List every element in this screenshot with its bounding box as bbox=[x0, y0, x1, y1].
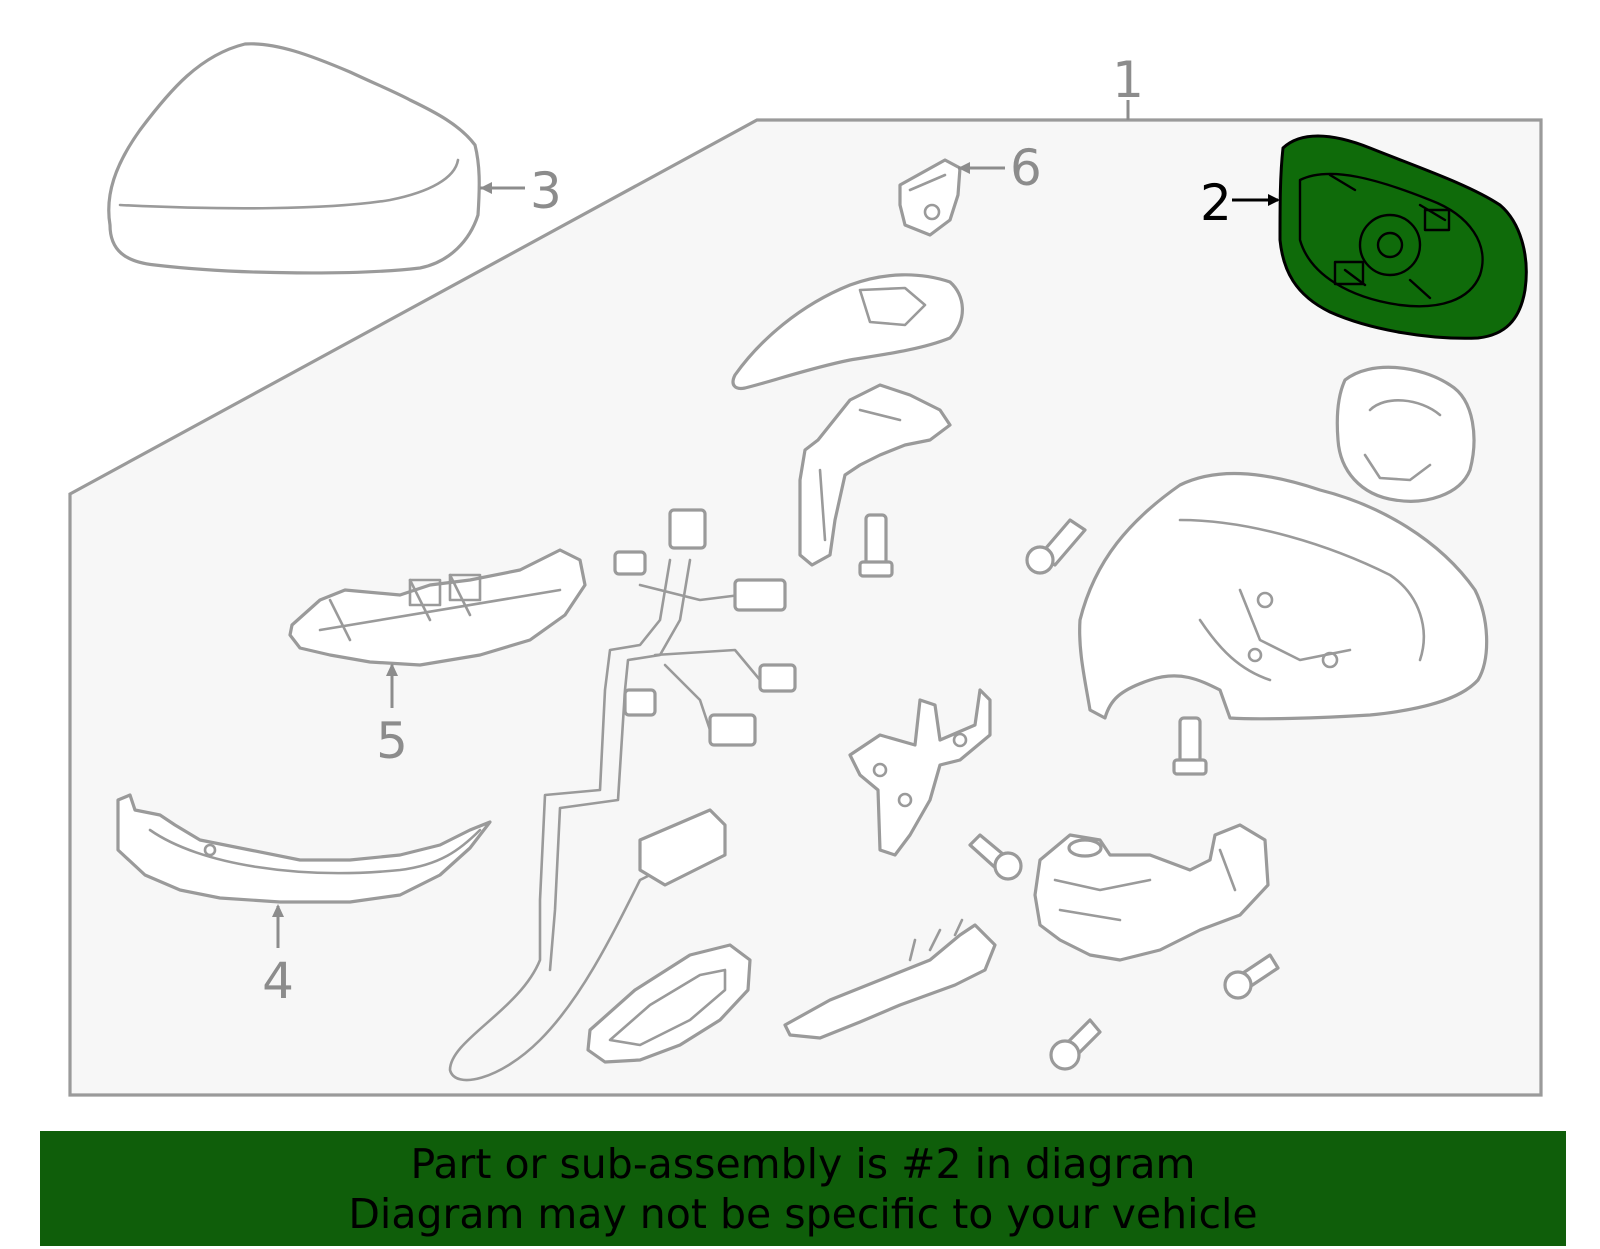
trim-cover-part[interactable] bbox=[783, 918, 997, 1040]
wiring-harness-part[interactable] bbox=[448, 508, 797, 1082]
callout-3-arrow bbox=[480, 182, 492, 194]
info-banner: Part or sub-assembly is #2 in diagram Di… bbox=[40, 1131, 1566, 1246]
bracket-arm-part[interactable] bbox=[798, 383, 952, 567]
banner-line-2: Diagram may not be specific to your vehi… bbox=[348, 1190, 1258, 1238]
banner-line-1: Part or sub-assembly is #2 in diagram bbox=[410, 1140, 1196, 1188]
bolt-part-6[interactable] bbox=[1049, 1018, 1102, 1071]
turn-signal-part[interactable] bbox=[288, 548, 587, 667]
callout-4: 4 bbox=[262, 952, 294, 1010]
callout-2-arrow bbox=[1268, 194, 1280, 206]
bolt-part-4[interactable] bbox=[968, 833, 1023, 881]
gasket-part[interactable] bbox=[586, 943, 752, 1064]
base-plate-part[interactable] bbox=[731, 273, 964, 391]
callout-5-arrow bbox=[386, 663, 398, 676]
lower-trim-part[interactable] bbox=[116, 793, 492, 904]
actuator-part[interactable] bbox=[1335, 365, 1476, 503]
bolt-part-2[interactable] bbox=[1025, 518, 1087, 575]
lower-bracket-part[interactable] bbox=[848, 688, 992, 857]
clip-part[interactable] bbox=[898, 158, 962, 237]
bolt-part-3[interactable] bbox=[1172, 716, 1208, 776]
callout-4-arrow bbox=[272, 904, 284, 917]
fold-motor-part[interactable] bbox=[1033, 823, 1270, 962]
bolt-part-5[interactable] bbox=[1223, 953, 1280, 1000]
callout-6-arrow bbox=[958, 162, 970, 174]
callout-3: 3 bbox=[530, 162, 562, 220]
callout-5: 5 bbox=[376, 712, 408, 770]
mirror-glass-part[interactable] bbox=[1278, 134, 1528, 340]
mirror-cover-part[interactable] bbox=[107, 42, 481, 275]
callout-2: 2 bbox=[1200, 174, 1232, 232]
bolt-part-1[interactable] bbox=[858, 513, 894, 578]
callout-1: 1 bbox=[1112, 51, 1144, 109]
callout-6: 6 bbox=[1010, 139, 1042, 197]
mirror-housing-part[interactable] bbox=[1078, 471, 1489, 721]
